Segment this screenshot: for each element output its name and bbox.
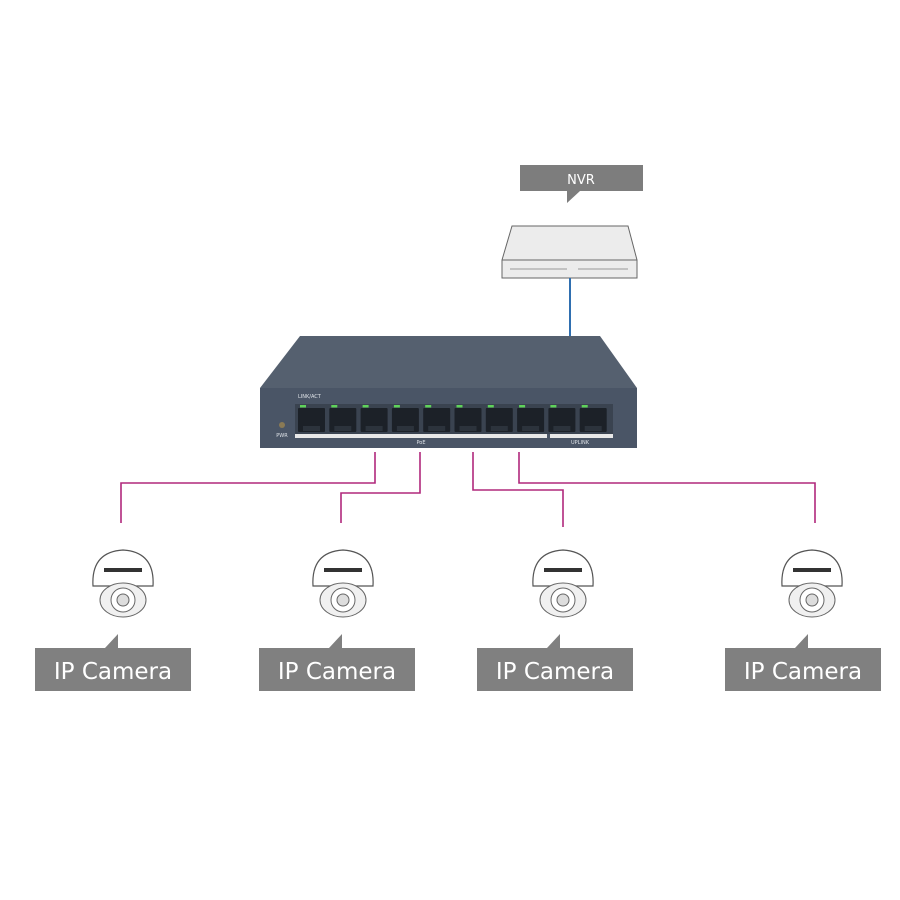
camera-callout: IP Camera <box>725 634 881 691</box>
poe-switch: PWR LINK/ACT PoE UPLINK <box>260 336 637 448</box>
nvr-label: NVR <box>567 173 595 188</box>
camera-callout: IP Camera <box>477 634 633 691</box>
nvr-callout: NVR <box>520 165 643 203</box>
port-led <box>300 405 306 408</box>
port-led <box>487 405 494 408</box>
ethernet-port <box>329 405 357 432</box>
ethernet-port <box>517 405 545 432</box>
ethernet-port <box>391 405 419 432</box>
power-label: PWR <box>276 433 288 439</box>
poe-link-3 <box>472 452 564 527</box>
ethernet-port <box>579 405 607 432</box>
port-led <box>393 405 400 408</box>
camera-label: IP Camera <box>496 659 614 685</box>
link-act-label: LINK/ACT <box>298 394 322 400</box>
ip-camera <box>532 549 594 618</box>
ethernet-port <box>360 405 388 432</box>
power-led <box>279 422 285 428</box>
poe-label: PoE <box>416 440 425 446</box>
camera-label: IP Camera <box>744 659 862 685</box>
port-led <box>519 405 526 408</box>
nvr-device <box>501 225 638 279</box>
poe-link-1 <box>120 452 376 523</box>
ethernet-port <box>454 405 482 432</box>
camera-logo <box>793 568 831 572</box>
port-led <box>425 405 432 408</box>
camera-label: IP Camera <box>54 659 172 685</box>
ip-camera <box>92 549 154 618</box>
camera-label: IP Camera <box>278 659 396 685</box>
port-led <box>331 405 338 408</box>
poe-link-2 <box>340 452 421 523</box>
ethernet-port <box>485 405 513 432</box>
port-led <box>581 405 588 408</box>
port-led <box>550 405 557 408</box>
camera-logo <box>544 568 582 572</box>
poe-link-4 <box>518 452 816 523</box>
port-led <box>362 405 369 408</box>
ip-camera <box>781 549 843 618</box>
camera-logo <box>104 568 142 572</box>
camera-callout: IP Camera <box>35 634 191 691</box>
camera-callout: IP Camera <box>259 634 415 691</box>
ethernet-port <box>423 405 451 432</box>
ip-camera <box>312 549 374 618</box>
ethernet-port <box>548 405 576 432</box>
camera-logo <box>324 568 362 572</box>
uplink-label: UPLINK <box>571 440 590 446</box>
port-led <box>456 405 463 408</box>
ethernet-port <box>298 405 325 432</box>
